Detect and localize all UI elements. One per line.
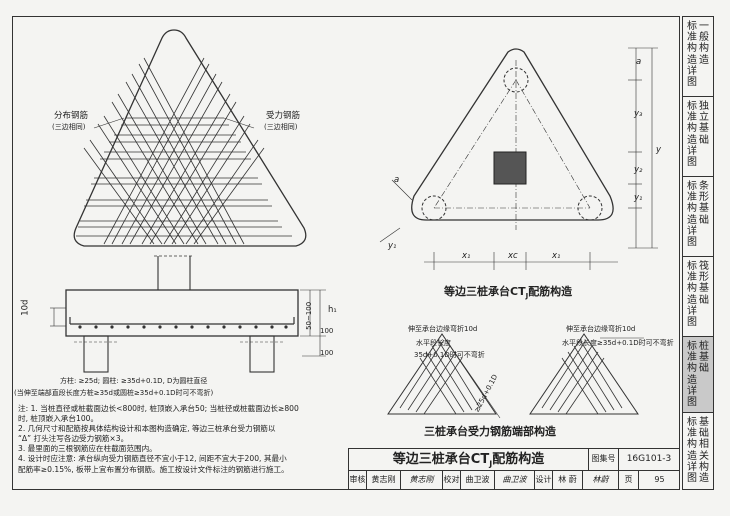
tab-related-construction[interactable]: 标准构造详图 基础相关构造 — [687, 417, 709, 485]
plan-title: 等边三桩承台CTJ配筋构造 — [444, 285, 573, 301]
tab-general-construction[interactable]: 标准构造详图 一般构造 — [683, 17, 713, 97]
cap-reinforcement-elevation — [50, 29, 326, 373]
note-line: 4. 设计时应注意: 承台纵向受力钢筋直径不宜小于12, 间距不宜大于200, … — [18, 454, 287, 464]
check-name: 曲卫波 — [461, 471, 495, 489]
tab-strip-foundation[interactable]: 标准构造详图 条形基础 — [683, 177, 713, 257]
tab-pile-foundation[interactable]: 标准构造详图 桩基础 — [683, 337, 713, 413]
dim-a-top: a — [636, 57, 642, 67]
anchor-note-2: (当伸至端部直段长度方桩≥35d或圆桩≥35d+0.1D时可不弯折) — [14, 389, 214, 397]
design-notes: 注: 1. 当桩直径或桩截面边长<800时, 桩顶嵌入承台50; 当桩径或桩截面… — [18, 404, 378, 475]
design-label: 设计 — [535, 471, 553, 489]
dim-x1-left: x₁ — [462, 251, 471, 261]
dim-xc: xc — [508, 251, 518, 261]
dim-y3: y₃ — [634, 109, 643, 119]
chapter-index: 标准构造详图 一般构造 标准构造详图 独立基础 标准构造详图 条形基础 标准构造… — [682, 16, 714, 490]
note-line: “Δ” 打头注写各边受力钢筋×3。 — [18, 434, 129, 444]
title-block-title: 等边三桩承台CTJ配筋构造 — [349, 449, 589, 471]
note-line: 时, 桩顶嵌入承台100。 — [18, 414, 99, 424]
right-end-note-1: 伸至承台边缘弯折10d — [566, 325, 636, 333]
page-number: 95 — [654, 475, 665, 484]
review-name: 黄志刚 — [367, 471, 401, 489]
distribution-bar-sub: (三边相同) — [52, 123, 86, 131]
stress-bar-sub: (三边相同) — [264, 123, 298, 131]
left-end-note-1: 伸至承台边缘弯折10d — [408, 325, 478, 333]
review-signature: 黄志刚 — [401, 471, 443, 489]
stress-bar-label: 受力钢筋 — [266, 111, 301, 121]
right-end-note-2: 水平段长度≥35d+0.1D时可不弯折 — [562, 339, 674, 347]
dim-h1: h₁ — [328, 305, 337, 315]
note-line: 3. 最里面的三根钢筋应在柱截面范围内。 — [18, 444, 157, 454]
check-signature: 曲卫波 — [495, 471, 535, 489]
left-end-note-3: 35d+0.1D时可不弯折 — [414, 351, 485, 359]
note-line: 注: 1. 当桩直径或桩截面边长<800时, 桩顶嵌入承台50; 当桩径或桩截面… — [18, 404, 299, 413]
dim-y2: y₂ — [634, 165, 643, 175]
dim-50-100: 50~100 — [305, 301, 314, 330]
check-label: 校对 — [443, 471, 461, 489]
title-block-signatures: 审核 黄志刚 黄志刚 校对 曲卫波 曲卫波 设计 林 蔚 林蔚 页 95 — [349, 471, 680, 489]
note-line: 2. 几何尺寸和配筋按具体结构设计和本图构造确定, 等边三桩承台受力钢筋以 — [18, 424, 276, 434]
atlas-number: 16G101-3 — [619, 449, 680, 471]
design-name: 林 蔚 — [553, 471, 583, 489]
cap-plan-view — [379, 47, 658, 270]
design-signature: 林蔚 — [583, 471, 619, 489]
dim-y1: y₁ — [634, 193, 643, 203]
end-anchorage-details — [387, 333, 644, 419]
dim-x1-right: x₁ — [552, 251, 561, 261]
anchor-note-1: 方柱: ≥25d; 圆柱: ≥35d+0.1D, D为圆柱直径 — [60, 377, 208, 385]
atlas-label: 图集号 — [589, 449, 619, 471]
review-label: 审核 — [349, 471, 367, 489]
tab-isolated-foundation[interactable]: 标准构造详图 独立基础 — [683, 97, 713, 177]
end-detail-title: 三桩承台受力钢筋端部构造 — [424, 425, 556, 438]
note-line: 配筋率≥0.15%, 板带上宜布置分布钢筋。施工按设计文件标注的钢筋进行施工。 — [18, 464, 289, 474]
title-block: 等边三桩承台CTJ配筋构造 图集号 16G101-3 审核 黄志刚 黄志刚 校对… — [348, 448, 680, 490]
left-end-note-2: 水平段长度 — [416, 339, 451, 347]
dim-10d: 10d — [20, 299, 31, 316]
distribution-bar-label: 分布钢筋 — [54, 111, 89, 121]
page-label: 页 — [619, 471, 639, 489]
dim-y: y — [656, 145, 662, 155]
dim-y1-left: y₁ — [388, 241, 397, 251]
dim-a-side: a — [394, 175, 400, 185]
dim-100-a: 100 — [320, 327, 334, 335]
drawing-frame — [12, 16, 680, 490]
tab-raft-foundation[interactable]: 标准构造详图 筏形基础 — [683, 257, 713, 337]
dim-100-b: 100 — [320, 349, 334, 357]
